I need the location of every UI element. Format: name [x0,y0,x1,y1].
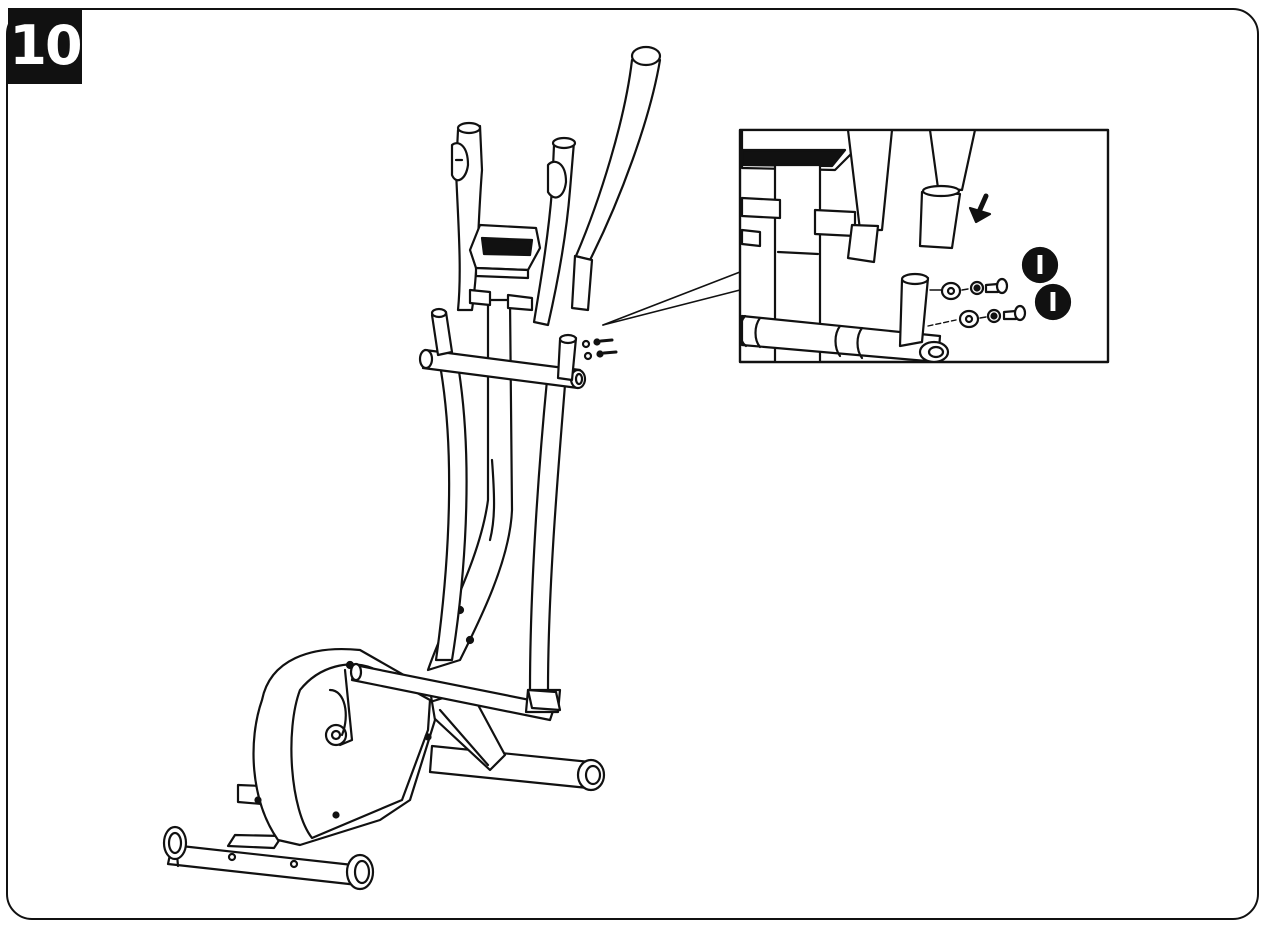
upper-crossbar [418,307,587,390]
callout-leader-lines [602,271,741,326]
left-moving-arm [434,363,468,662]
step-number-badge: 10 [8,8,83,84]
part-label-1: I [1035,251,1045,281]
part-label-2: I [1048,288,1058,318]
handlebars [450,121,577,327]
hardware-bolts-small [581,338,618,361]
rear-stabilizer [162,825,375,891]
console [468,223,542,280]
upper-handle-tube [570,45,662,312]
page-frame [6,8,1259,920]
center-upright [426,298,514,672]
right-moving-arm [526,368,568,712]
detail-callout-box [738,128,1110,364]
flywheel-housing [252,648,437,847]
